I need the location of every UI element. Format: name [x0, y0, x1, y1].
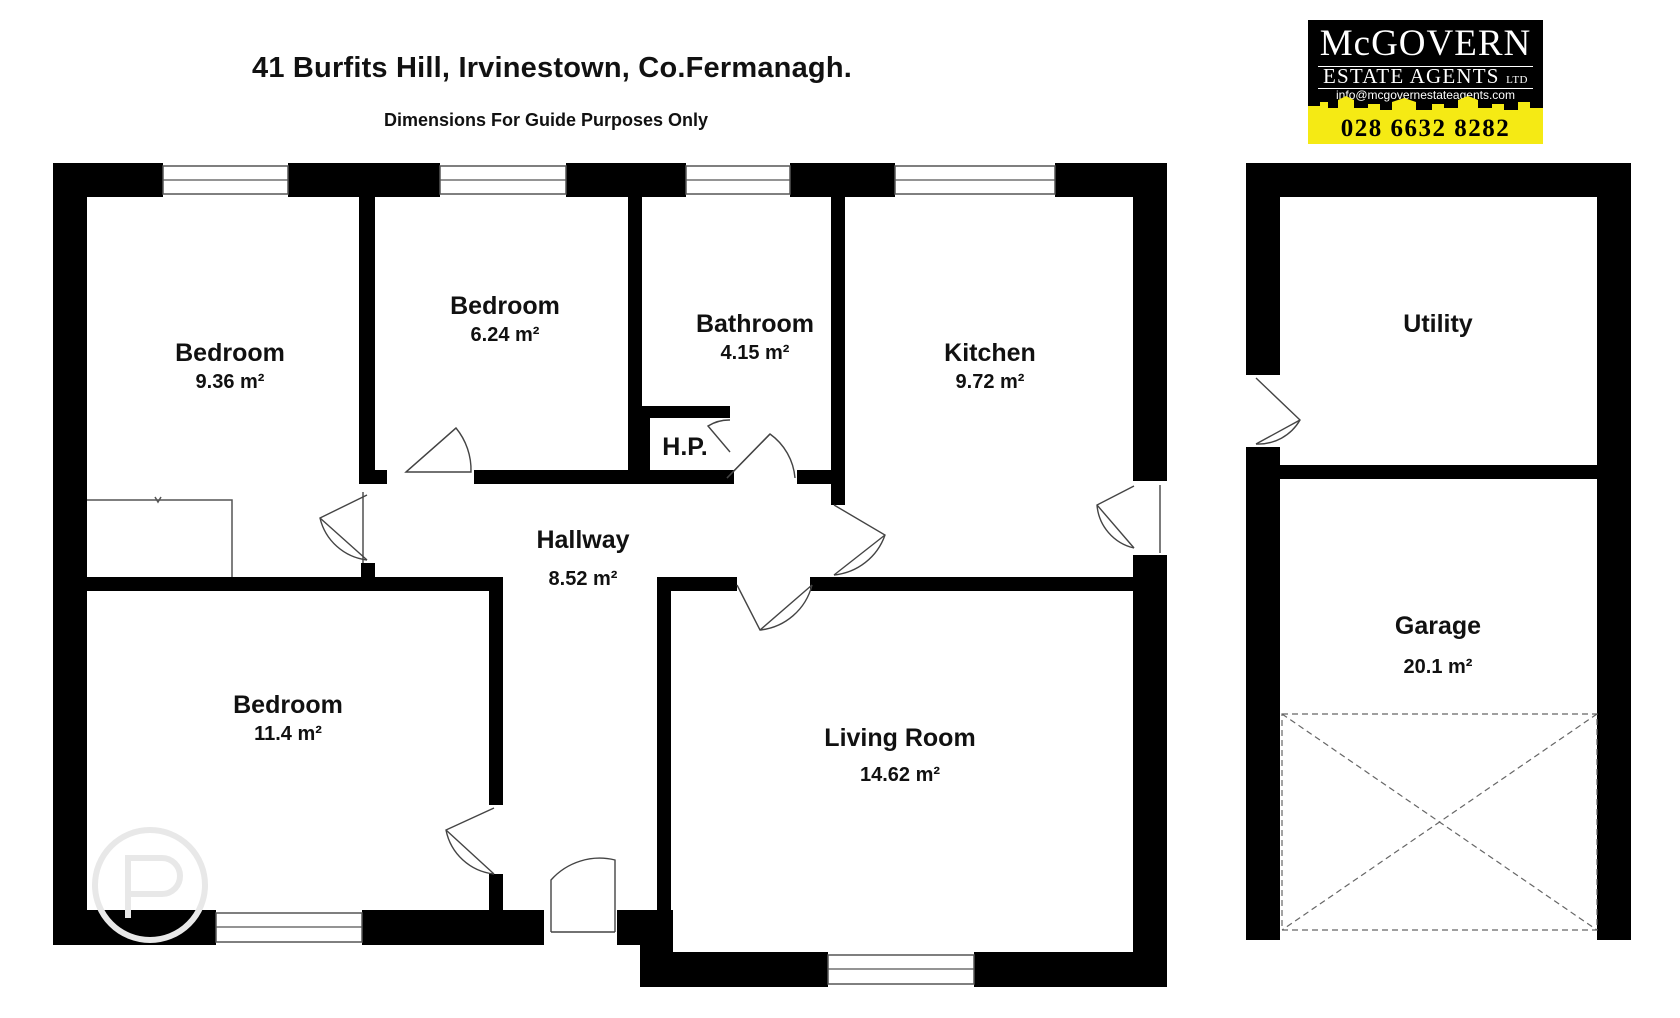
room-bedroom-1: Bedroom 9.36 m² [130, 338, 330, 396]
logo-brand: McGOVERN [1319, 23, 1532, 64]
logo-line2: ESTATE AGENTS LTD [1308, 64, 1543, 89]
room-area: 9.36 m² [195, 371, 265, 393]
room-name: Bedroom [450, 292, 560, 320]
room-name: Garage [1394, 612, 1482, 640]
room-area: 14.62 m² [859, 764, 941, 786]
room-utility: Utility [1338, 309, 1538, 339]
walls [53, 163, 1631, 987]
room-name: H.P. [662, 433, 708, 461]
room-kitchen: Kitchen 9.72 m² [890, 338, 1090, 396]
logo-ltd: LTD [1506, 74, 1528, 86]
room-garage: Garage 20.1 m² [1338, 611, 1538, 681]
room-bedroom-2: Bedroom 6.24 m² [405, 291, 605, 349]
logo-estate-agents: ESTATE AGENTS [1323, 64, 1500, 88]
room-area: 11.4 m² [254, 723, 322, 745]
room-name: Living Room [824, 724, 976, 752]
room-name: Hallway [536, 526, 630, 554]
page-title: 41 Burfits Hill, Irvinestown, Co.Fermana… [252, 52, 852, 84]
garage-door-outline [1281, 713, 1598, 931]
room-area: 4.15 m² [720, 342, 790, 364]
wardrobe [87, 496, 233, 577]
logo-rule-bottom [1318, 88, 1533, 89]
room-hallway: Hallway 8.52 m² [483, 525, 683, 593]
window-glazing [163, 179, 1055, 970]
logo-phone: 028 6632 8282 [1340, 115, 1511, 142]
room-area: 8.52 m² [548, 568, 618, 590]
watermark-icon [92, 827, 208, 943]
skyline-icon [1308, 96, 1543, 114]
room-area: 6.24 m² [470, 324, 540, 346]
room-name: Bedroom [233, 691, 343, 719]
room-living-room: Living Room 14.62 m² [780, 723, 1020, 789]
page-subtitle: Dimensions For Guide Purposes Only [384, 110, 709, 130]
phone-band [1308, 114, 1543, 144]
room-name: Bedroom [175, 339, 285, 367]
room-name: Utility [1403, 310, 1473, 338]
agent-logo: McGOVERN ESTATE AGENTS LTD info@mcgovern… [1308, 20, 1543, 144]
room-area: 20.1 m² [1403, 656, 1473, 678]
doors [319, 377, 1301, 933]
room-bathroom: Bathroom 4.15 m² [660, 309, 850, 367]
room-bedroom-3: Bedroom 11.4 m² [188, 690, 388, 748]
room-name: Kitchen [944, 339, 1036, 367]
room-name: Bathroom [695, 310, 815, 338]
room-area: 9.72 m² [955, 371, 1025, 393]
room-hp: H.P. [650, 432, 720, 462]
logo-rule-top [1318, 66, 1533, 67]
